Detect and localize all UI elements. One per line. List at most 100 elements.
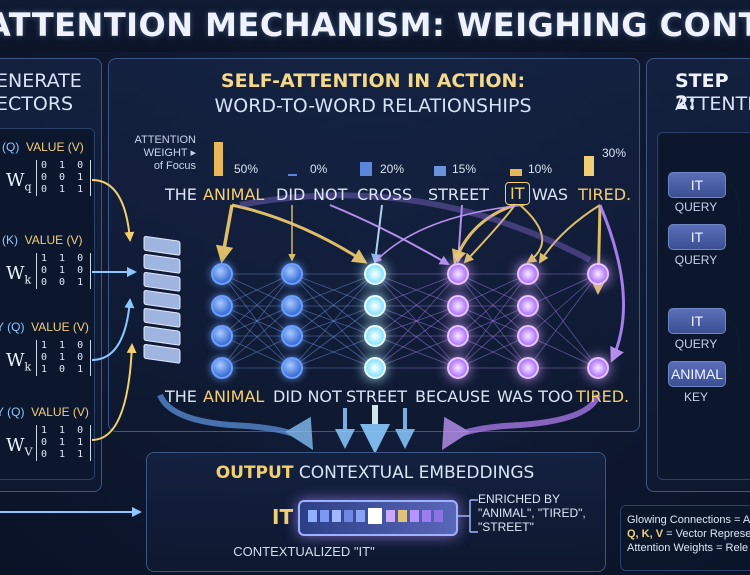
output-caption: CONTEXTUALIZED "IT" xyxy=(233,544,375,559)
left-vectors-box xyxy=(0,128,95,480)
bottom-word-because: BECAUSE xyxy=(415,387,491,406)
left-row-3-value-label: VALUE (V) xyxy=(31,320,89,334)
attention-arc xyxy=(463,204,516,264)
legend-box xyxy=(620,505,750,571)
neuron-node xyxy=(281,357,303,379)
attention-arc xyxy=(215,204,234,264)
attention-arc xyxy=(373,204,526,264)
neuron-node xyxy=(447,263,469,285)
matrix-row: 0 0 1 xyxy=(41,172,87,183)
enriched-line: "ANIMAL", "TIRED", xyxy=(478,506,586,520)
mesh-line xyxy=(527,273,599,369)
left-row-4-weight: WV xyxy=(6,435,32,459)
weight-subscript: V xyxy=(24,445,33,459)
legend-line-2: Q, K, V = Vector Represe xyxy=(627,527,750,541)
neuron-node xyxy=(364,357,386,379)
legend-line-2-bold: Q, K, V xyxy=(627,528,664,540)
weight-bar-cross: 20% xyxy=(360,140,410,176)
mesh-line xyxy=(291,335,376,369)
neuron-node xyxy=(364,295,386,317)
matrix-row: 1 1 0 xyxy=(41,425,87,436)
neuron-node xyxy=(211,325,233,347)
key-caption: KEY xyxy=(683,390,708,404)
title-bar xyxy=(0,0,750,52)
bar-fill xyxy=(214,142,223,176)
query-caption-3: QUERY xyxy=(674,337,718,351)
neuron-node xyxy=(517,295,539,317)
embedding-vector xyxy=(298,500,458,536)
enriched-line: "STREET" xyxy=(478,520,534,534)
enriched-note: ENRICHED BY "ANIMAL", "TIRED", "STREET" xyxy=(478,492,586,534)
mesh-line xyxy=(221,273,293,337)
enriched-line: ENRICHED BY xyxy=(478,492,561,506)
bottom-word-the: THE xyxy=(165,387,197,406)
bottom-word-street: STREET xyxy=(346,387,408,406)
neuron-node xyxy=(447,295,469,317)
matrix-row: 0 0 1 xyxy=(41,277,87,288)
weight-subscript: k xyxy=(24,360,32,374)
neuron-node xyxy=(281,295,303,317)
mesh-line xyxy=(457,273,529,337)
flow-arrow-5 xyxy=(441,393,601,451)
weight-symbol: W xyxy=(6,350,25,371)
bottom-word-animal: ANIMAL xyxy=(203,387,265,406)
top-word-not: NOT xyxy=(313,185,348,204)
top-word-did: DID xyxy=(276,185,306,204)
matrix-row: 0 1 1 xyxy=(41,437,87,448)
main-title: ATTENTION MECHANISM: WEIGHING CONTEXTUAL… xyxy=(0,6,750,44)
left-arrow-1 xyxy=(91,179,135,242)
weight-bar-animal: 50% xyxy=(214,140,264,176)
left-row-4-labels: Y (Q) VALUE (V) xyxy=(0,405,89,419)
legend: Glowing Connections = A Q, K, V = Vector… xyxy=(627,513,750,555)
output-token: IT xyxy=(272,505,294,529)
neuron-node xyxy=(281,263,303,285)
top-word-was: WAS xyxy=(532,185,569,204)
center-heading: SELF-ATTENTION IN ACTION: xyxy=(220,70,526,92)
center-subheading: WORD-TO-WORD RELATIONSHIPS xyxy=(214,95,532,117)
neuron-node xyxy=(587,357,609,379)
enriched-bracket xyxy=(458,499,478,533)
weight-symbol: W xyxy=(6,170,25,191)
bar-fill xyxy=(434,165,446,176)
attention-arc xyxy=(451,203,516,265)
weight-pct: 50% xyxy=(234,162,259,176)
legend-line-3: Attention Weights = Rele xyxy=(627,542,749,554)
bottom-word-was-too: WAS TOO xyxy=(497,387,574,406)
weight-bar-street: 15% xyxy=(434,140,484,176)
left-row-1-weight: Wq xyxy=(6,170,32,194)
weight-label-line: WEIGHT ▸ xyxy=(143,147,196,159)
neuron-node xyxy=(587,263,609,285)
matrix-row: 0 1 1 xyxy=(41,449,87,460)
weight-symbol: W xyxy=(6,263,25,284)
weight-bar-it: 10% xyxy=(510,140,560,176)
top-word-street: STREET xyxy=(428,185,490,204)
query-pill-2: IT xyxy=(668,224,726,250)
matrix-row: 1 1 0 xyxy=(41,253,87,264)
attention-arc xyxy=(598,204,625,363)
matrix-row: 0 1 0 xyxy=(41,160,87,171)
mesh-line xyxy=(457,273,529,369)
weight-pct: 10% xyxy=(528,162,553,176)
mesh-line xyxy=(291,273,376,369)
neuron-node xyxy=(517,357,539,379)
neuron-node xyxy=(447,325,469,347)
attention-arc xyxy=(371,204,383,264)
legend-line-1: Glowing Connections = A xyxy=(627,514,750,526)
bottom-word-tired: TIRED. xyxy=(576,387,630,406)
left-arrow-3 xyxy=(91,298,135,361)
mesh-line xyxy=(291,273,376,307)
neuron-node xyxy=(447,357,469,379)
mesh-line xyxy=(374,305,459,369)
mesh-line xyxy=(527,305,599,369)
left-row-1-q-label: (Q) xyxy=(2,140,20,154)
top-word-the: THE xyxy=(165,185,197,204)
mesh-line xyxy=(527,335,599,369)
mesh-line xyxy=(374,273,459,337)
top-word-animal: ANIMAL xyxy=(203,185,265,204)
output-heading-rest: CONTEXTUAL EMBEDDINGS xyxy=(293,463,535,483)
weight-pct: 15% xyxy=(452,162,477,176)
matrix-row: 0 1 1 xyxy=(41,184,87,195)
mesh-line xyxy=(221,273,293,307)
mesh-line xyxy=(374,273,459,307)
neuron-node xyxy=(281,325,303,347)
